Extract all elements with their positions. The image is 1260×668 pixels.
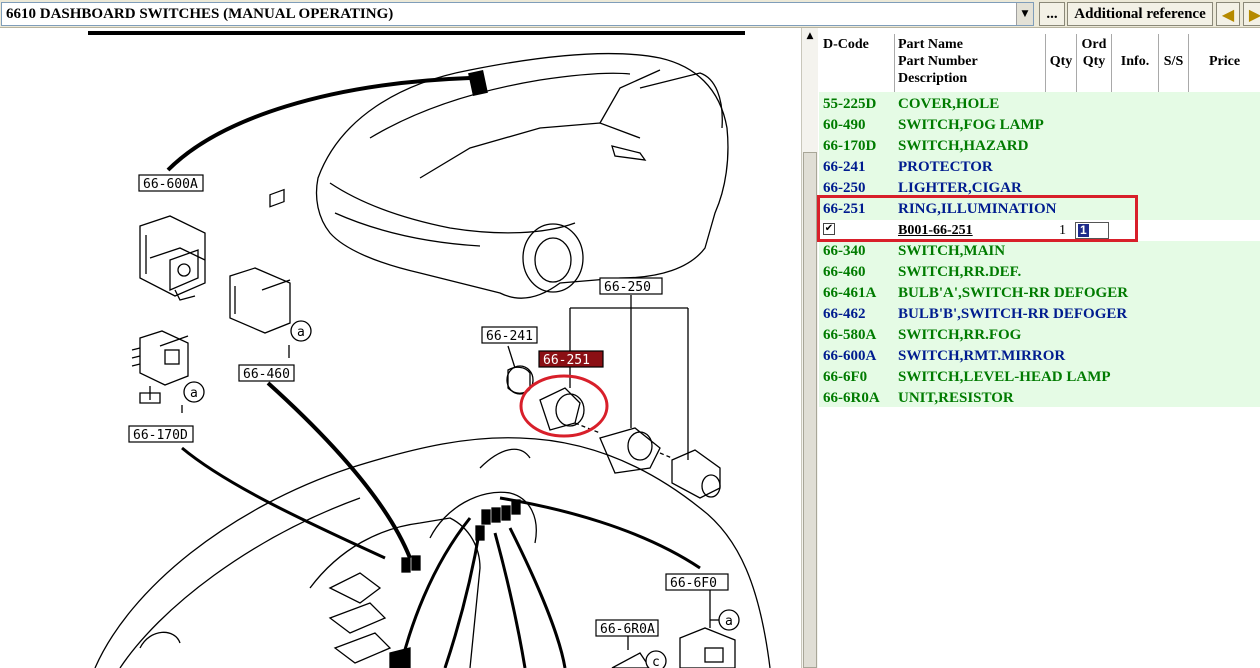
forward-arrow-icon[interactable]: ▶ [1243, 2, 1260, 26]
table-row[interactable]: 66-6R0A UNIT,RESISTOR [819, 388, 1260, 409]
row-dcode: 66-170D [823, 138, 877, 154]
table-row[interactable]: 66-250 LIGHTER,CIGAR [819, 178, 1260, 199]
row-part-name: SWITCH,RR.DEF. [898, 264, 1022, 280]
diagram-label-66-460[interactable]: 66-460 [243, 367, 290, 382]
callout-a-6f0: a [725, 614, 733, 629]
header-description-line: Description [898, 71, 968, 86]
table-row[interactable]: 66-580A SWITCH,RR.FOG [819, 325, 1260, 346]
diagram-vertical-scrollbar[interactable]: ▲ [801, 28, 818, 668]
table-row[interactable]: 55-225D COVER,HOLE [819, 94, 1260, 115]
highlight-circle [519, 374, 609, 438]
header-ord-qty-line: Qty [1082, 54, 1106, 69]
diagram-label-66-170D[interactable]: 66-170D [133, 428, 188, 443]
table-row[interactable]: 66-461A BULB'A',SWITCH-RR DEFOGER [819, 283, 1260, 304]
diagram-label-66-241[interactable]: 66-241 [486, 329, 533, 344]
callout-markers: a a a c [183, 320, 740, 668]
row-part-name: BULB'A',SWITCH-RR DEFOGER [898, 285, 1129, 301]
header-part-number-line: Part Number [898, 54, 978, 69]
row-dcode: 55-225D [823, 96, 877, 112]
header-ord-line: Ord [1081, 37, 1107, 52]
row-part-name: SWITCH,RR.FOG [898, 327, 1022, 343]
diagram-label-66-250[interactable]: 66-250 [604, 280, 651, 295]
row-part-name: SWITCH,MAIN [898, 243, 1006, 259]
diagram-title-text: 6610 DASHBOARD SWITCHES (MANUAL OPERATIN… [6, 6, 394, 22]
part-number-link[interactable]: B001-66-251 [898, 223, 973, 238]
ellipsis-button[interactable]: ... [1039, 2, 1065, 26]
header-qty[interactable]: Qty [1045, 34, 1076, 92]
table-row[interactable]: 66-462 BULB'B',SWITCH-RR DEFOGER [819, 304, 1260, 325]
row-dcode: 66-6F0 [823, 369, 868, 385]
table-row[interactable]: 66-6F0 SWITCH,LEVEL-HEAD LAMP [819, 367, 1260, 388]
chevron-down-icon[interactable]: ▼ [1016, 3, 1033, 25]
table-row[interactable]: 66-340 SWITCH,MAIN [819, 241, 1260, 262]
header-dcode[interactable]: D-Code [823, 37, 869, 52]
row-dcode: 66-460 [823, 264, 866, 280]
row-part-name: PROTECTOR [898, 159, 993, 175]
parts-diagram[interactable]: a a a c 66-600A 66-460 66-170D 66-241 66… [0, 28, 801, 668]
row-dcode: 66-250 [823, 180, 866, 196]
table-row[interactable]: 66-600A SWITCH,RMT.MIRROR [819, 346, 1260, 367]
table-row[interactable]: 60-490 SWITCH,FOG LAMP [819, 115, 1260, 136]
back-arrow-icon[interactable]: ◀ [1216, 2, 1240, 26]
table-row[interactable]: 66-251 RING,ILLUMINATION [819, 199, 1260, 220]
row-part-name: RING,ILLUMINATION [898, 201, 1057, 217]
callout-a-460: a [297, 325, 305, 340]
order-checkbox[interactable]: ✔ [823, 223, 835, 235]
selected-row-highlight [817, 195, 1138, 242]
scrollbar-thumb[interactable] [803, 152, 817, 668]
row-dcode: 66-6R0A [823, 390, 880, 406]
diagram-label-66-251[interactable]: 66-251 [543, 353, 590, 368]
row-part-name: SWITCH,HAZARD [898, 138, 1029, 154]
parts-list-panel: D-Code Part Name Part Number Description… [819, 28, 1260, 668]
scroll-up-arrow-icon[interactable]: ▲ [806, 31, 814, 41]
diagram-label-66-6F0[interactable]: 66-6F0 [670, 576, 717, 591]
callout-a-170d: a [190, 386, 198, 401]
additional-reference-button[interactable]: Additional reference [1067, 2, 1213, 26]
row-dcode: 66-600A [823, 348, 877, 364]
parts-table-body: 55-225D COVER,HOLE 60-490 SWITCH,FOG LAMP 66… [819, 92, 1260, 407]
header-part-name-line: Part Name [898, 37, 963, 52]
qty-value: 1 [1059, 223, 1066, 238]
row-dcode: 66-340 [823, 243, 866, 259]
row-part-name: BULB'B',SWITCH-RR DEFOGER [898, 306, 1128, 322]
table-row[interactable]: 66-460 SWITCH,RR.DEF. [819, 262, 1260, 283]
row-part-name: SWITCH,RMT.MIRROR [898, 348, 1066, 364]
row-part-name: SWITCH,LEVEL-HEAD LAMP [898, 369, 1111, 385]
diagram-title-combobox[interactable]: 6610 DASHBOARD SWITCHES (MANUAL OPERATIN… [1, 2, 1034, 26]
header-price[interactable]: Price [1188, 34, 1260, 92]
header-part-name[interactable]: Part Name Part Number Description [894, 34, 1045, 92]
toolbar: 6610 DASHBOARD SWITCHES (MANUAL OPERATIN… [0, 0, 1260, 28]
row-dcode: 66-580A [823, 327, 877, 343]
diagram-label-66-6R0A[interactable]: 66-6R0A [600, 622, 655, 637]
selected-part-label-bg [538, 350, 604, 368]
diagram-label-66-600A[interactable]: 66-600A [143, 177, 198, 192]
row-dcode: 66-251 [823, 201, 866, 217]
header-info[interactable]: Info. [1111, 34, 1158, 92]
order-qty-selected-text: 1 [1078, 223, 1089, 237]
row-dcode: 60-490 [823, 117, 866, 133]
row-part-name: UNIT,RESISTOR [898, 390, 1014, 406]
header-ss[interactable]: S/S [1158, 34, 1188, 92]
row-part-name: LIGHTER,CIGAR [898, 180, 1022, 196]
row-part-name: COVER,HOLE [898, 96, 1000, 112]
parts-table-header: D-Code Part Name Part Number Description… [819, 34, 1260, 92]
order-qty-input[interactable]: 1 [1075, 222, 1109, 239]
header-ord-qty[interactable]: Ord Qty [1076, 34, 1111, 92]
row-part-name: SWITCH,FOG LAMP [898, 117, 1044, 133]
table-row[interactable]: 66-241 PROTECTOR [819, 157, 1260, 178]
callout-c-6r0a: c [652, 655, 660, 668]
row-dcode: 66-241 [823, 159, 866, 175]
row-dcode: 66-462 [823, 306, 866, 322]
table-row[interactable]: 66-170D SWITCH,HAZARD [819, 136, 1260, 157]
row-dcode: 66-461A [823, 285, 877, 301]
